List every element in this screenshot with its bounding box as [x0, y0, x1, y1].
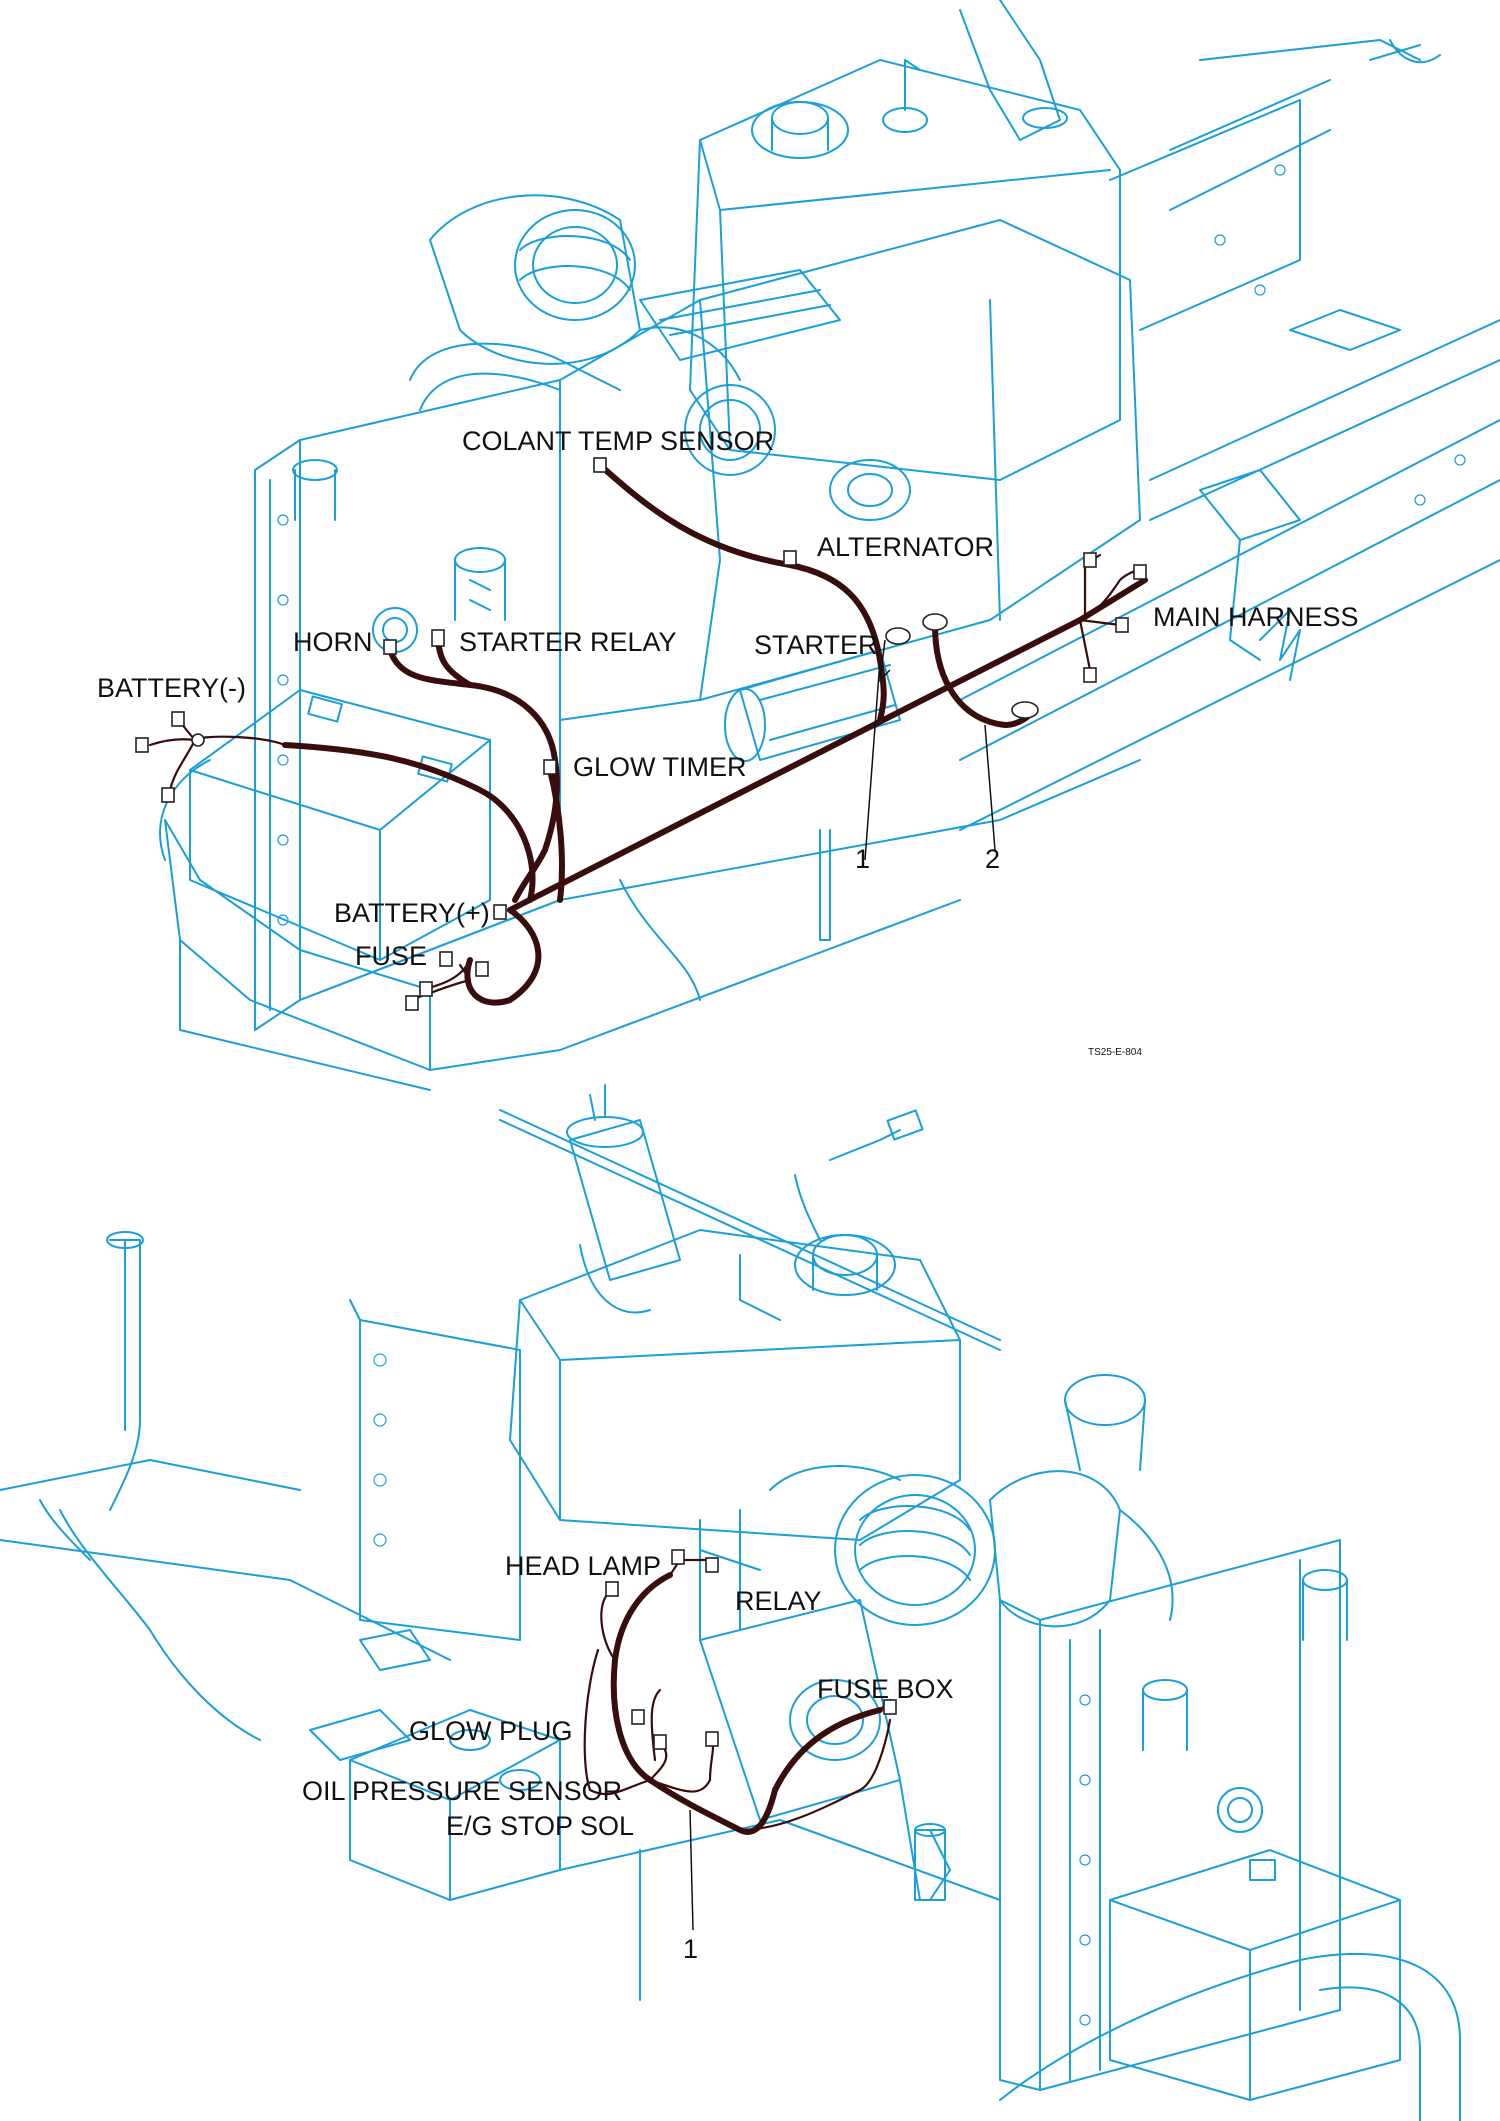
label-head-lamp: HEAD LAMP — [505, 1551, 661, 1581]
fuse-connector-3 — [419, 981, 433, 997]
battery-neg-terminal — [191, 733, 205, 747]
battery-neg-connector-1 — [171, 711, 185, 727]
label-fuse-box: FUSE BOX — [817, 1674, 954, 1704]
glow-plug-connector — [631, 1709, 645, 1725]
top-leaders — [864, 639, 996, 861]
fuse-connector-2 — [475, 961, 489, 977]
horn-connector — [383, 639, 397, 655]
label-item-2-top: 2 — [985, 844, 1000, 874]
relay-connector-1 — [671, 1549, 685, 1565]
fuse-box-connector — [883, 1699, 897, 1715]
item-2-ring-terminal-a — [922, 613, 948, 631]
figure-code: TS25-E-804 — [1088, 1047, 1142, 1058]
label-item-1-bottom: 1 — [683, 1934, 698, 1964]
top-labels: COLANT TEMP SENSOR ALTERNATOR MAIN HARNE… — [97, 426, 1359, 1058]
alternator-connector — [783, 550, 797, 566]
battery-neg-connector-3 — [161, 787, 175, 803]
bottom-connectors — [605, 1549, 897, 1750]
fuse-connector-4 — [405, 995, 419, 1011]
label-starter-relay: STARTER RELAY — [459, 627, 677, 657]
label-starter: STARTER — [754, 630, 878, 660]
top-connectors — [135, 457, 1147, 1011]
starter-ring-terminal — [885, 627, 911, 645]
relay-connector-2 — [705, 1557, 719, 1573]
label-oil-pressure-sensor: OIL PRESSURE SENSOR — [302, 1776, 622, 1806]
top-engine-drawing — [159, 0, 1500, 1091]
main-harness-connector-3 — [1115, 617, 1129, 633]
label-relay: RELAY — [735, 1586, 822, 1616]
label-glow-plug: GLOW PLUG — [409, 1716, 573, 1746]
bottom-engine-drawing — [0, 1084, 1461, 2121]
label-glow-timer: GLOW TIMER — [573, 752, 747, 782]
main-harness-connector-1 — [1083, 552, 1097, 568]
starter-relay-connector — [431, 629, 445, 647]
coolant-sensor-connector — [593, 457, 607, 473]
oil-pressure-connector — [653, 1734, 667, 1750]
bottom-labels: HEAD LAMP RELAY FUSE BOX GLOW PLUG OIL P… — [302, 1551, 954, 1964]
label-alternator: ALTERNATOR — [817, 532, 994, 562]
glow-timer-connector — [543, 759, 557, 775]
head-lamp-connector — [605, 1581, 619, 1597]
label-item-1-top: 1 — [855, 844, 870, 874]
top-harness — [148, 462, 1148, 1006]
label-battery-neg: BATTERY(-) — [97, 673, 246, 703]
label-battery-pos: BATTERY(+) — [334, 898, 490, 928]
bottom-leaders — [689, 1809, 694, 1931]
label-main-harness: MAIN HARNESS — [1153, 602, 1359, 632]
fuse-connector-1 — [439, 951, 453, 967]
main-harness-connector-4 — [1083, 667, 1097, 683]
label-coolant-temp-sensor: COLANT TEMP SENSOR — [462, 426, 774, 456]
battery-neg-connector-2 — [135, 737, 149, 753]
label-eg-stop-sol: E/G STOP SOL — [446, 1811, 634, 1841]
main-harness-connector-2 — [1133, 564, 1147, 580]
battery-pos-connector — [493, 904, 507, 920]
eg-stop-sol-connector — [705, 1731, 719, 1747]
label-horn: HORN — [293, 627, 373, 657]
label-fuse: FUSE — [355, 941, 427, 971]
item-2-ring-terminal-b — [1011, 701, 1039, 719]
